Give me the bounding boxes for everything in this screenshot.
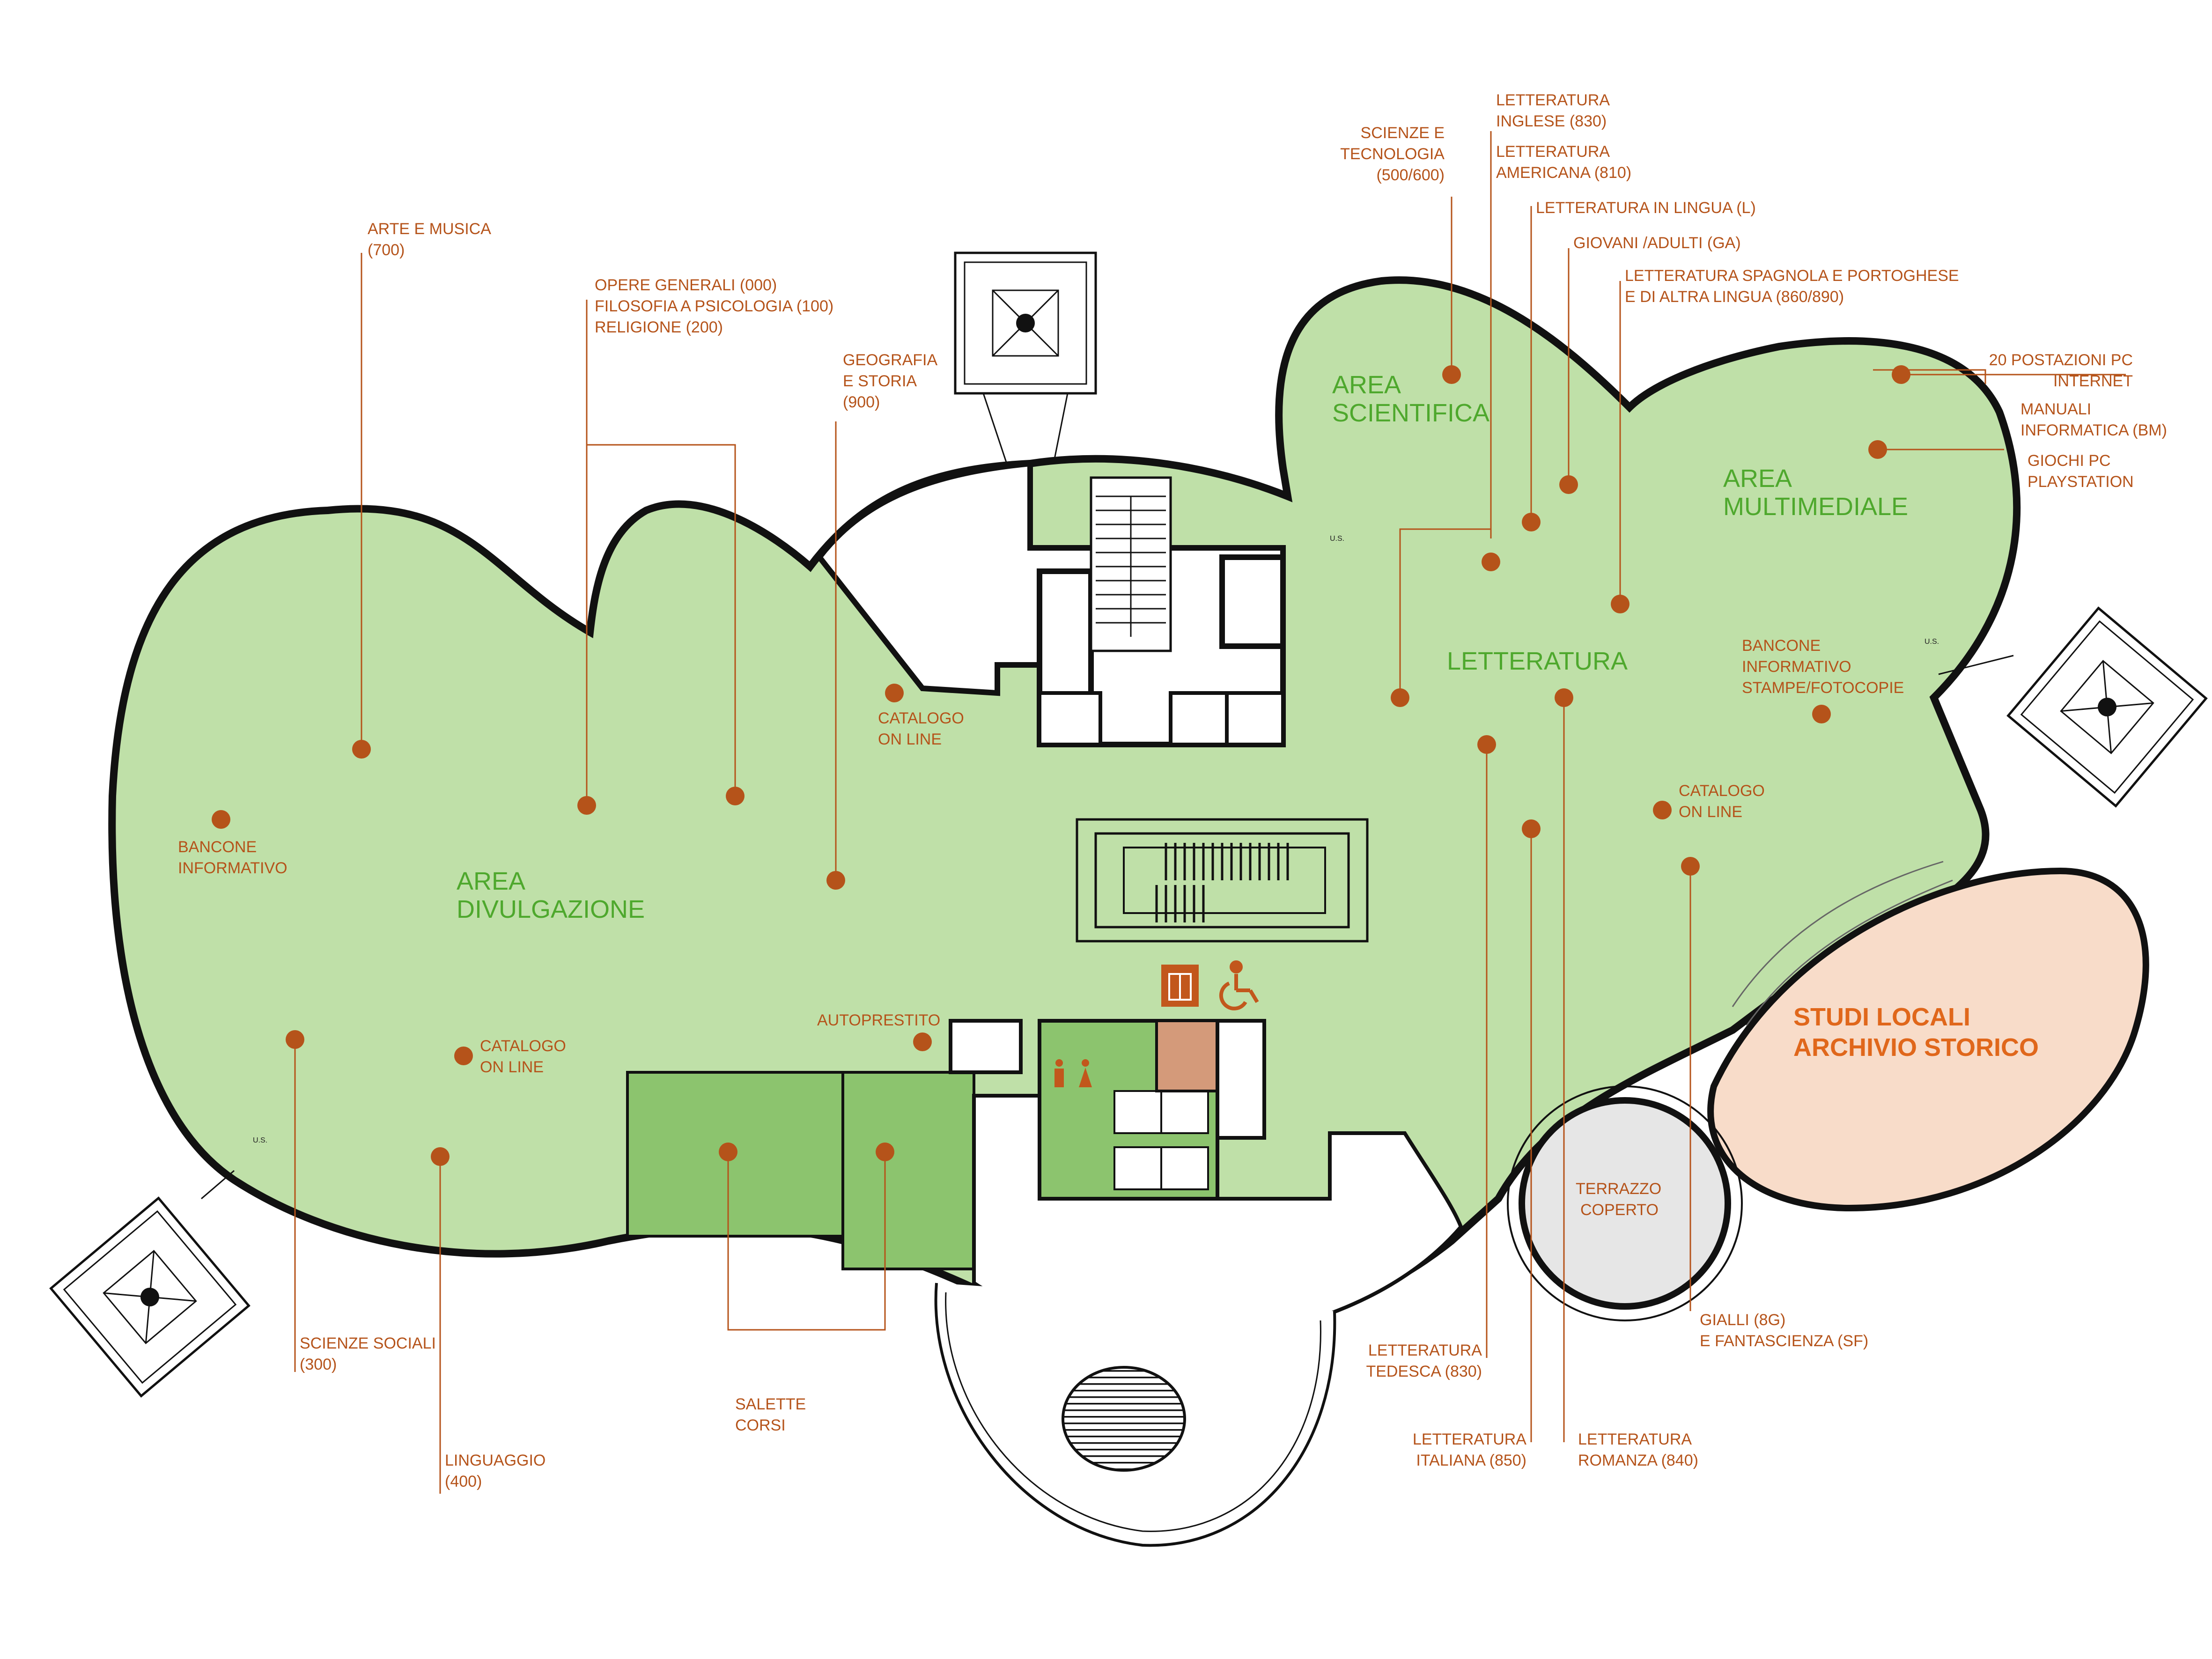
tower-connectors <box>201 393 2014 1200</box>
label-lett-tedesca-1: LETTERATURA <box>1368 1342 1482 1359</box>
label-bancone-sx-1: BANCONE <box>178 838 257 856</box>
label-lett-spagnola-1: LETTERATURA SPAGNOLA E PORTOGHESE <box>1625 267 1959 285</box>
label-scienze-tec-1: SCIENZE E <box>1361 124 1445 142</box>
core-rooms <box>1037 476 1286 747</box>
elevator-shaft <box>1155 1019 1219 1092</box>
label-manuali-1: MANUALI <box>2020 400 2091 418</box>
label-lett-romanza-2: ROMANZA (840) <box>1578 1452 1698 1469</box>
leader-lines <box>294 131 2126 1494</box>
label-opere-1: OPERE GENERALI (000) <box>595 276 777 294</box>
label-catalogo-3-1: CATALOGO <box>1679 782 1765 800</box>
area-divulgazione-line1: AREA <box>457 867 525 895</box>
label-postazioni-1: 20 POSTAZIONI PC <box>1989 351 2133 369</box>
lift-small <box>949 1019 1023 1074</box>
area-multimediale-line1: AREA <box>1723 465 1792 493</box>
label-lett-inglese-2: INGLESE (830) <box>1496 112 1607 130</box>
label-gialli-2: E FANTASCIENZA (SF) <box>1700 1332 1868 1350</box>
label-lett-italiana-1: LETTERATURA <box>1413 1430 1526 1448</box>
studi-locali-area <box>1707 867 2149 1212</box>
label-geografia-2: E STORIA <box>843 372 917 390</box>
salette-corsi-2 <box>841 1071 975 1270</box>
area-letteratura: LETTERATURA <box>1447 647 1628 675</box>
label-bancone-dx-3: STAMPE/FOTOCOPIE <box>1742 679 1904 697</box>
toilet-man-icon <box>1054 1059 1064 1087</box>
terrazzo-coperto <box>1519 1097 1731 1310</box>
us-label-1: U.S. <box>1330 535 1344 543</box>
label-salette-2: CORSI <box>735 1416 786 1434</box>
studi-locali-line2: ARCHIVIO STORICO <box>1793 1033 2039 1062</box>
label-catalogo-3-2: ON LINE <box>1679 803 1742 821</box>
label-lett-italiana-2: ITALIANA (850) <box>1416 1452 1526 1469</box>
label-linguaggio-1: LINGUAGGIO <box>445 1452 546 1469</box>
label-catalogo-2-2: ON LINE <box>480 1058 544 1076</box>
label-lett-tedesca-2: TEDESCA (830) <box>1366 1363 1482 1380</box>
label-scienze-tec-3: (500/600) <box>1376 166 1445 184</box>
label-scienze-sociali-1: SCIENZE SOCIALI <box>300 1335 436 1352</box>
label-scienze-tec-2: TECNOLOGIA <box>1340 145 1445 163</box>
label-lett-romanza-1: LETTERATURA <box>1578 1430 1692 1448</box>
stair-tower-left <box>49 1196 251 1398</box>
label-catalogo-1-2: ON LINE <box>878 730 942 748</box>
location-dots <box>212 365 1910 1166</box>
label-catalogo-2-1: CATALOGO <box>480 1037 566 1055</box>
label-linguaggio-2: (400) <box>445 1473 482 1490</box>
label-autoprestito: AUTOPRESTITO <box>817 1011 940 1029</box>
label-giochi-1: GIOCHI PC <box>2028 452 2111 470</box>
terrazzo-line1: TERRAZZO <box>1576 1180 1661 1198</box>
area-scientifica-line2: SCIENTIFICA <box>1332 399 1489 427</box>
area-divulgazione-line2: DIVULGAZIONE <box>457 895 645 923</box>
label-salette-1: SALETTE <box>735 1395 806 1413</box>
label-bancone-dx-2: INFORMATIVO <box>1742 658 1851 676</box>
wheelchair-icon <box>1219 960 1259 1010</box>
label-lett-lingua: LETTERATURA IN LINGUA (L) <box>1536 199 1756 217</box>
label-opere-2: FILOSOFIA A PSICOLOGIA (100) <box>595 297 833 315</box>
label-opere-3: RELIGIONE (200) <box>595 318 723 336</box>
label-lett-americana-1: LETTERATURA <box>1496 143 1610 161</box>
label-lett-spagnola-2: E DI ALTRA LINGUA (860/890) <box>1625 288 1844 306</box>
label-gialli-1: GIALLI (8G) <box>1700 1311 1785 1329</box>
us-label-3: U.S. <box>253 1136 267 1144</box>
label-postazioni-2: INTERNET <box>2053 372 2133 390</box>
label-arte-1: ARTE E MUSICA <box>368 220 491 238</box>
elevator-icon <box>1161 965 1199 1007</box>
studi-locali-line1: STUDI LOCALI <box>1793 1003 1970 1031</box>
label-giochi-2: PLAYSTATION <box>2028 473 2134 491</box>
label-catalogo-1-1: CATALOGO <box>878 709 964 727</box>
label-lett-americana-2: AMERICANA (810) <box>1496 164 1631 182</box>
toilet-stalls <box>1113 1090 1209 1190</box>
toilet-woman-icon <box>1079 1059 1092 1087</box>
shaft-2 <box>1216 1019 1266 1140</box>
label-lett-inglese-1: LETTERATURA <box>1496 91 1610 109</box>
label-arte-2: (700) <box>368 241 405 259</box>
spiral-stair <box>1062 1366 1186 1472</box>
terrazzo-line2: COPERTO <box>1580 1201 1659 1219</box>
studi-locali-shelving <box>1732 861 1953 1026</box>
label-giovani: GIOVANI /ADULTI (GA) <box>1573 234 1741 252</box>
area-scientifica-line1: AREA <box>1332 371 1401 399</box>
stair-tower-top <box>954 251 1097 395</box>
label-geografia-3: (900) <box>843 393 880 411</box>
central-stair <box>1076 818 1369 943</box>
us-label-2: U.S. <box>1924 638 1939 646</box>
label-bancone-sx-2: INFORMATIVO <box>178 859 288 877</box>
label-manuali-2: INFORMATICA (BM) <box>2020 421 2167 439</box>
label-bancone-dx-1: BANCONE <box>1742 637 1821 655</box>
main-floor <box>108 276 2021 1337</box>
label-geografia-1: GEOGRAFIA <box>843 351 937 369</box>
label-scienze-sociali-2: (300) <box>300 1356 337 1373</box>
stair-tower-right <box>2006 606 2208 808</box>
area-multimediale-line2: MULTIMEDIALE <box>1723 493 1908 521</box>
